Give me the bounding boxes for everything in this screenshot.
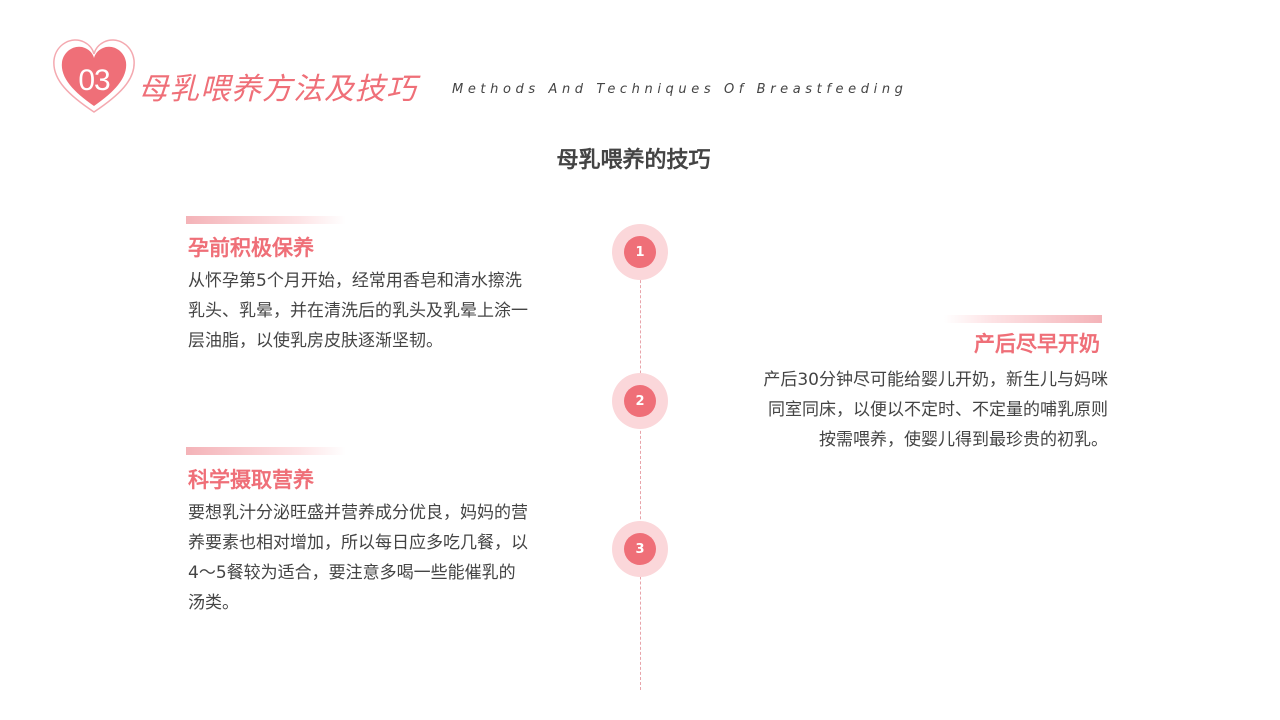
timeline-node-label: 3 (624, 533, 656, 565)
timeline-node-1: 1 (612, 224, 668, 280)
section-subtitle: Methods And Techniques Of Breastfeeding (452, 82, 908, 97)
item-title: 孕前积极保养 (188, 236, 314, 260)
item-text: 要想乳汁分泌旺盛并营养成分优良，妈妈的营养要素也相对增加，所以每日应多吃几餐，以… (188, 503, 528, 613)
timeline-node-3: 3 (612, 521, 668, 577)
page-title: 母乳喂养的技巧 (556, 148, 711, 173)
timeline-line (640, 250, 641, 690)
item-title: 产后尽早开奶 (974, 332, 1100, 356)
item-text: 产后30分钟尽可能给婴儿开奶，新生儿与妈咪同室同床，以便以不定时、不定量的哺乳原… (763, 370, 1108, 450)
section-number: 03 (78, 64, 110, 97)
timeline-node-label: 1 (624, 236, 656, 268)
item-accent-bar (186, 216, 346, 224)
timeline-node-2: 2 (612, 373, 668, 429)
heart-icon (53, 39, 135, 113)
timeline-node-label: 2 (624, 385, 656, 417)
item-accent-bar (186, 447, 346, 455)
item-text: 从怀孕第5个月开始，经常用香皂和清水擦洗乳头、乳晕，并在清洗后的乳头及乳晕上涂一… (188, 271, 528, 351)
section-title: 母乳喂养方法及技巧 (138, 72, 417, 107)
item-title: 科学摄取营养 (188, 468, 314, 492)
item-accent-bar (944, 315, 1102, 323)
